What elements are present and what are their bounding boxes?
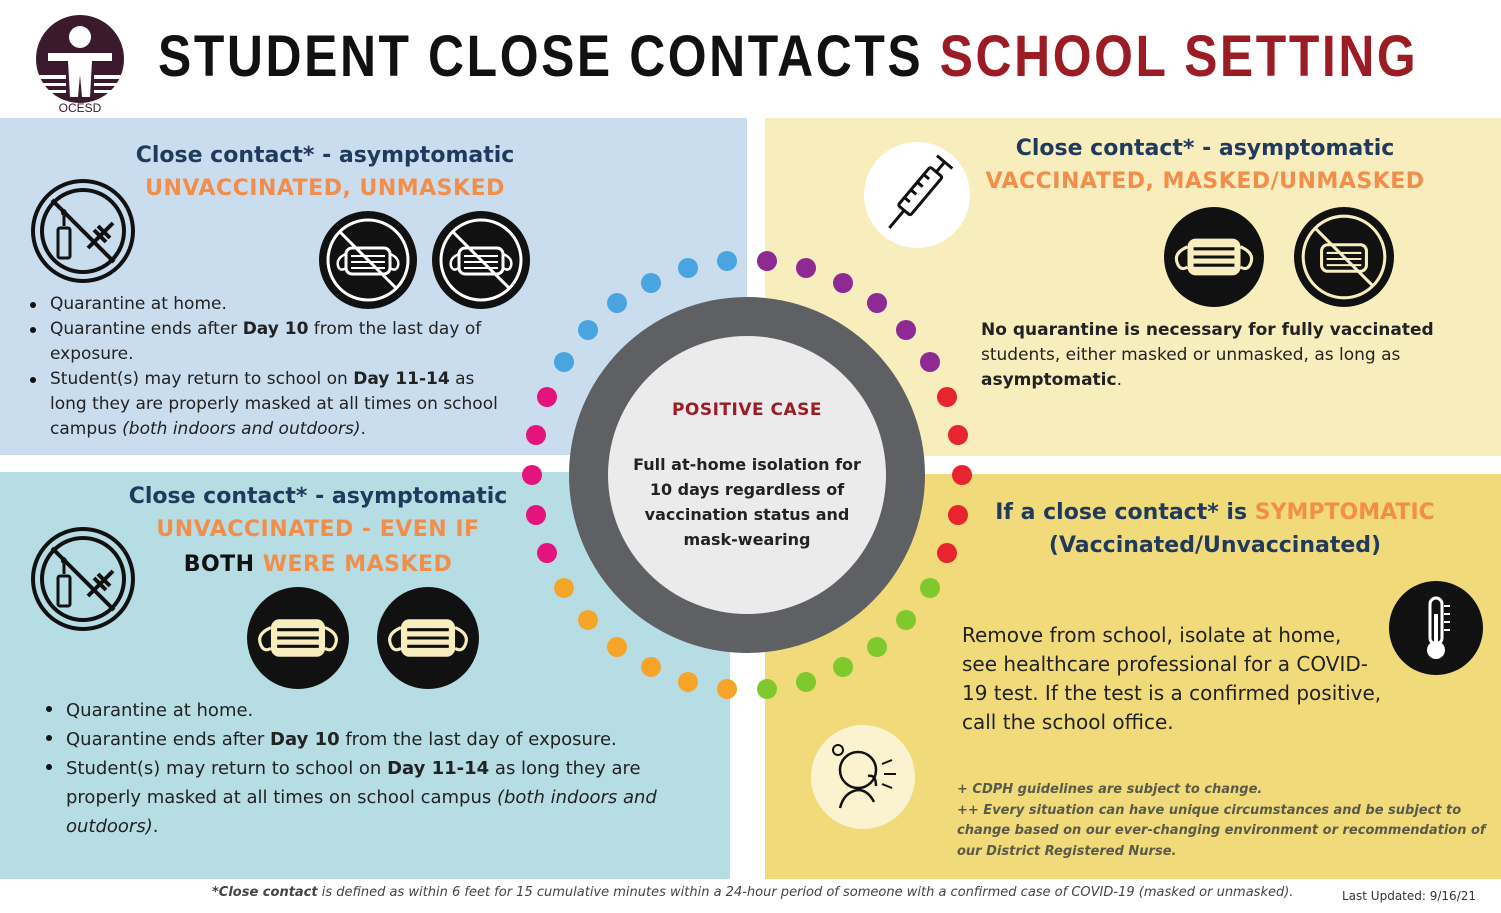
ring-dot bbox=[607, 636, 628, 657]
positive-case-text: Full at-home isolation for 10 days regar… bbox=[633, 455, 861, 549]
no-mask-icon bbox=[319, 211, 417, 309]
ring-dot bbox=[641, 657, 662, 678]
br-heading: If a close contact* is SYMPTOMATIC bbox=[995, 500, 1435, 525]
mask-icon bbox=[377, 587, 479, 689]
ring-dot bbox=[948, 504, 969, 525]
sick-person-icon bbox=[811, 725, 915, 829]
last-updated: Last Updated: 9/16/21 bbox=[1342, 889, 1477, 903]
list-item: Quarantine ends after Day 10 from the la… bbox=[28, 317, 498, 367]
list-item: Quarantine at home. bbox=[44, 696, 704, 725]
tr-subheading: VACCINATED, MASKED/UNMASKED bbox=[985, 169, 1425, 194]
ring-dot bbox=[952, 465, 972, 485]
ring-dot bbox=[895, 320, 916, 341]
ring-dot bbox=[536, 542, 557, 563]
ring-dot bbox=[554, 578, 575, 599]
tr-body: No quarantine is necessary for fully vac… bbox=[981, 320, 1434, 390]
no-vaccine-icon bbox=[31, 179, 135, 283]
ring-dot bbox=[795, 258, 816, 279]
ring-dot bbox=[866, 636, 887, 657]
ring-dot bbox=[578, 609, 599, 630]
list-item: Student(s) may return to school on Day 1… bbox=[28, 367, 498, 442]
page-title: STUDENT CLOSE CONTACTS SCHOOL SETTING bbox=[158, 22, 1418, 92]
no-mask-icon bbox=[432, 211, 530, 309]
ring-dot bbox=[717, 679, 738, 700]
ring-dot bbox=[522, 465, 542, 485]
ring-dot bbox=[795, 671, 816, 692]
tl-bullet-list: Quarantine at home. Quarantine ends afte… bbox=[28, 292, 498, 442]
br-heading-line2: (Vaccinated/Unvaccinated) bbox=[1048, 533, 1382, 558]
tl-heading: Close contact* - asymptomatic bbox=[135, 143, 515, 168]
ring-dot bbox=[641, 272, 662, 293]
ring-dot bbox=[948, 425, 969, 446]
ring-dot bbox=[525, 504, 546, 525]
thermometer-icon bbox=[1389, 581, 1483, 675]
br-body: Remove from school, isolate at home, see… bbox=[962, 623, 1382, 734]
title-part1: STUDENT CLOSE CONTACTS bbox=[158, 24, 924, 89]
tl-subheading: UNVACCINATED, UNMASKED bbox=[145, 176, 505, 201]
close-contact-definition: *Close contact is defined as within 6 fe… bbox=[212, 885, 1294, 900]
br-notes: + CDPH guidelines are subject to change.… bbox=[957, 780, 1487, 862]
ring-dot bbox=[937, 542, 958, 563]
ring-dot bbox=[832, 272, 853, 293]
no-mask-icon bbox=[1294, 207, 1394, 307]
ring-dot bbox=[536, 387, 557, 408]
ring-dot bbox=[866, 293, 887, 314]
ring-dot bbox=[578, 320, 599, 341]
ring-dot bbox=[607, 293, 628, 314]
list-item: Quarantine ends after Day 10 from the la… bbox=[44, 725, 704, 754]
ring-dot bbox=[525, 425, 546, 446]
ring-dot bbox=[895, 609, 916, 630]
logo-label: OCESD bbox=[58, 101, 102, 115]
list-item: Student(s) may return to school on Day 1… bbox=[44, 754, 704, 841]
positive-case-circle bbox=[608, 336, 886, 614]
bl-heading: Close contact* - asymptomatic bbox=[128, 484, 508, 509]
note-2: ++ Every situation can have unique circu… bbox=[957, 802, 1486, 859]
mask-icon bbox=[1164, 207, 1264, 307]
ring-dot bbox=[832, 657, 853, 678]
mask-icon bbox=[247, 587, 349, 689]
ring-dot bbox=[756, 679, 777, 700]
tr-heading: Close contact* - asymptomatic bbox=[1015, 136, 1395, 161]
ring-dot bbox=[678, 671, 699, 692]
ring-dot bbox=[919, 351, 940, 372]
ring-dot bbox=[919, 578, 940, 599]
note-1: + CDPH guidelines are subject to change. bbox=[957, 782, 1263, 797]
bl-subheading-line1: UNVACCINATED - EVEN IF bbox=[156, 517, 480, 542]
ring-dot bbox=[937, 387, 958, 408]
ring-dot bbox=[554, 351, 575, 372]
ring-dot bbox=[678, 258, 699, 279]
ring-dot bbox=[756, 250, 777, 271]
bl-subheading-line2: BOTH WERE MASKED bbox=[183, 552, 453, 577]
ring-dot bbox=[717, 250, 738, 271]
no-vaccine-icon bbox=[31, 527, 135, 631]
ocesd-logo bbox=[36, 15, 124, 103]
positive-case-title: POSITIVE CASE bbox=[671, 400, 823, 420]
syringe-icon bbox=[864, 142, 970, 248]
title-part2: SCHOOL SETTING bbox=[939, 24, 1419, 89]
list-item: Quarantine at home. bbox=[28, 292, 498, 317]
bl-bullet-list: Quarantine at home. Quarantine ends afte… bbox=[44, 696, 704, 841]
